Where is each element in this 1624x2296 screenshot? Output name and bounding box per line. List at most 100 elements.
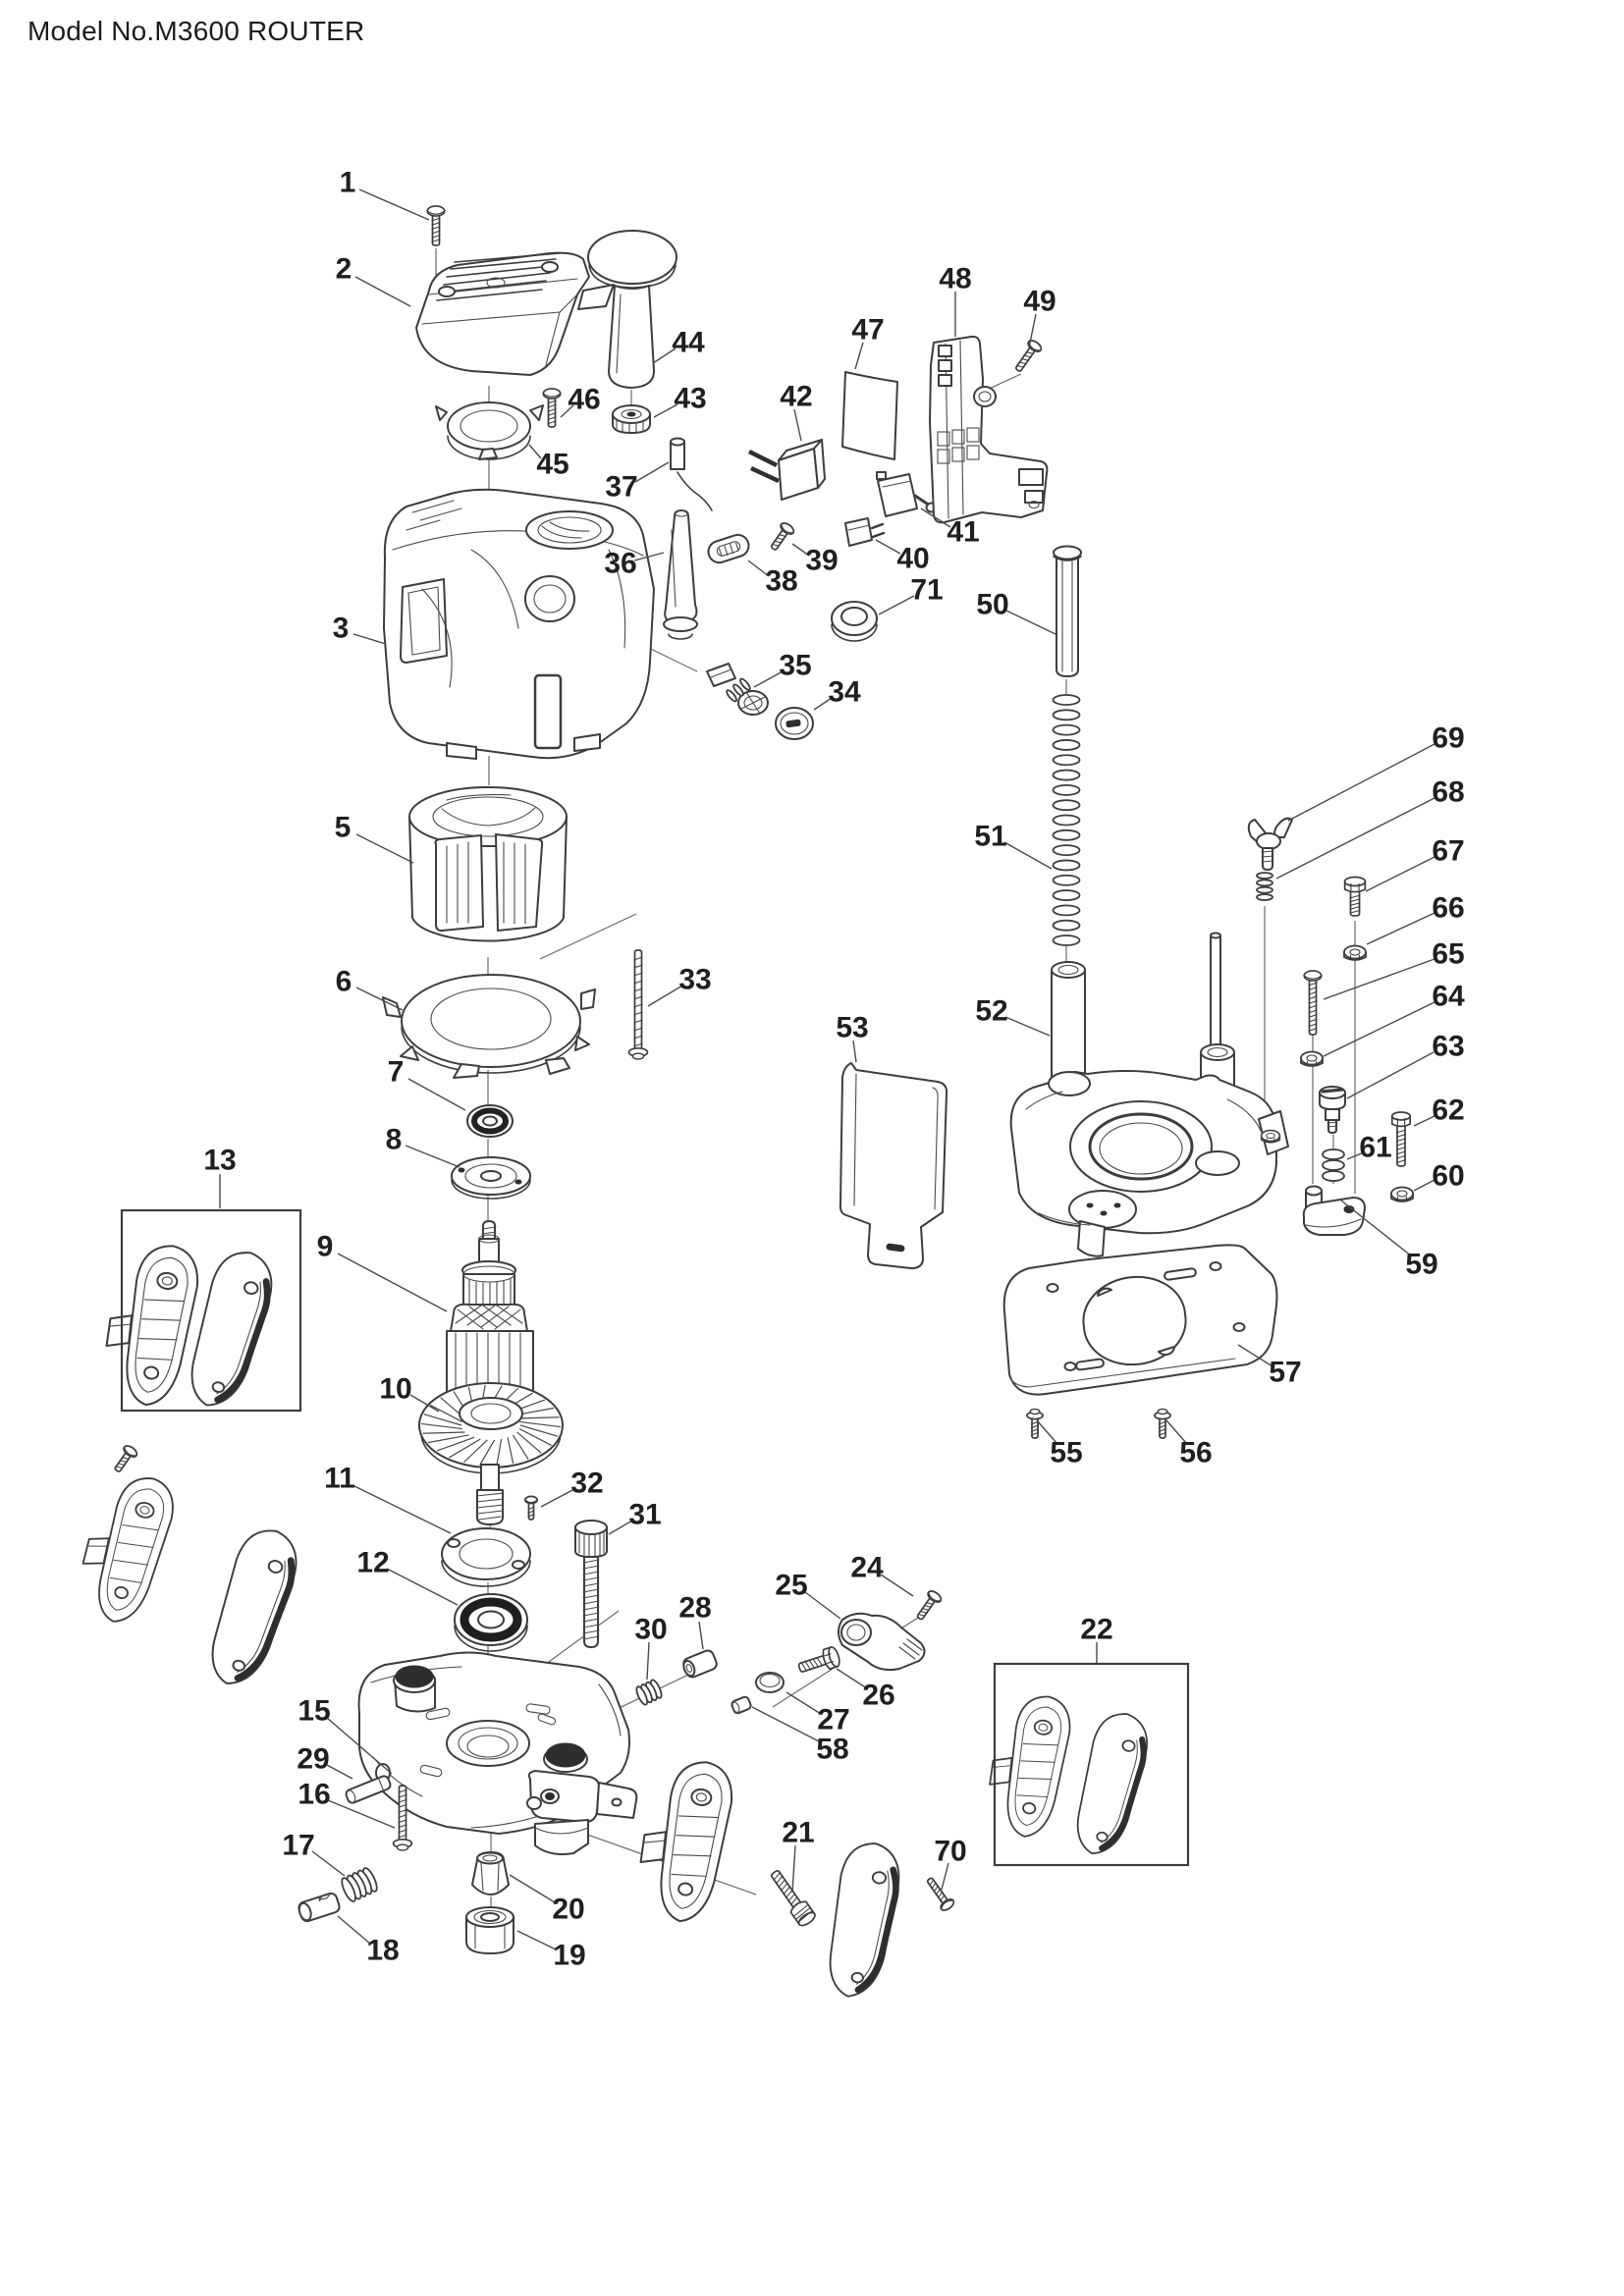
part-31-thumb-screw	[574, 1520, 608, 1648]
leader-line-55	[1036, 1419, 1058, 1445]
leader-line-30	[646, 1641, 650, 1681]
part-41-switch	[876, 471, 939, 517]
part-50-stopper-rod	[1053, 545, 1082, 677]
leader-line-34	[813, 697, 833, 711]
leader-line-63	[1346, 1051, 1435, 1099]
spring-61	[1322, 1148, 1345, 1182]
part-6-ring	[382, 974, 596, 1079]
callout-64: 64	[1432, 981, 1465, 1013]
screw-16	[392, 1785, 413, 1851]
callout-31: 31	[628, 1499, 661, 1531]
callout-61: 61	[1359, 1132, 1391, 1164]
leader-line-71	[878, 595, 915, 615]
part-3-motor-housing	[383, 488, 655, 760]
callout-71: 71	[910, 574, 943, 607]
leader-line-51	[1003, 841, 1053, 870]
leader-line-61	[1346, 1151, 1365, 1160]
leader-line-25	[804, 1591, 841, 1620]
callout-44: 44	[672, 327, 705, 359]
leader-line-31	[608, 1520, 633, 1535]
callout-28: 28	[678, 1592, 711, 1625]
callout-43: 43	[674, 383, 706, 415]
part-44-knob-handle	[587, 230, 677, 389]
part-48-switch-holder	[929, 335, 1049, 524]
callout-12: 12	[356, 1547, 389, 1579]
callout-50: 50	[976, 589, 1008, 621]
callout-20: 20	[552, 1894, 584, 1926]
callout-34: 34	[828, 676, 861, 709]
callout-60: 60	[1432, 1160, 1464, 1193]
callout-46: 46	[568, 384, 600, 416]
callout-29: 29	[297, 1743, 329, 1776]
leader-line-26	[836, 1668, 868, 1689]
part-36-cone	[663, 509, 698, 640]
spring-17	[341, 1867, 378, 1902]
callout-39: 39	[805, 545, 838, 577]
callout-18: 18	[366, 1935, 399, 1967]
leader-line-39	[791, 543, 810, 557]
callout-38: 38	[765, 565, 797, 598]
callout-41: 41	[947, 516, 979, 549]
leader-line-42	[793, 408, 802, 442]
part-63-stopper-screw	[1319, 1086, 1346, 1134]
callout-32: 32	[570, 1468, 603, 1500]
leader-line-28	[698, 1621, 704, 1650]
leader-line-9	[337, 1253, 448, 1312]
leader-line-47	[854, 342, 864, 370]
nut-60	[1390, 1186, 1414, 1202]
handle-set-box-13	[120, 1208, 302, 1413]
part-8-bearing-retainer	[451, 1156, 531, 1200]
leader-line-64	[1323, 1001, 1435, 1057]
leader-line-67	[1365, 856, 1435, 892]
callout-16: 16	[298, 1779, 330, 1811]
callout-2: 2	[336, 253, 352, 286]
screw-1	[426, 205, 446, 246]
part-59-stopper-block	[1302, 1185, 1366, 1236]
leader-line-40	[875, 539, 901, 555]
leader-line-66	[1366, 912, 1435, 945]
part-53-chip-guard	[839, 1062, 948, 1269]
screw-32	[523, 1495, 539, 1521]
handle-set-boxes	[120, 1208, 1190, 1867]
leader-line-41	[920, 507, 951, 528]
part-45-ring	[435, 401, 544, 460]
screws	[114, 205, 1412, 1927]
part-19-collet-nut	[465, 1906, 514, 1954]
leader-line-6	[355, 987, 404, 1011]
callout-58: 58	[816, 1734, 848, 1766]
leader-line-5	[355, 833, 414, 864]
page-title: Model No.M3600 ROUTER	[27, 16, 365, 46]
leader-line-12	[386, 1568, 459, 1606]
spring-30	[635, 1679, 663, 1706]
nut-64	[1300, 1050, 1324, 1067]
nut-base	[1260, 1129, 1281, 1144]
callout-7: 7	[388, 1056, 405, 1089]
part-47-name-plate	[841, 371, 898, 460]
leader-line-33	[647, 985, 683, 1007]
part-38-cord-clip	[707, 533, 750, 564]
router-plunge-base	[1009, 1070, 1289, 1257]
callout-9: 9	[317, 1231, 334, 1263]
part-71-bearing	[831, 601, 878, 642]
callout-48: 48	[939, 263, 971, 295]
callout-36: 36	[604, 548, 636, 580]
nut-66	[1343, 944, 1367, 961]
callout-40: 40	[896, 543, 929, 575]
callout-11: 11	[324, 1463, 355, 1495]
callout-52: 52	[975, 995, 1007, 1028]
handle-set-box-22	[993, 1662, 1190, 1867]
leader-line-3	[352, 633, 387, 645]
leader-line-37	[634, 461, 670, 483]
leader-line-62	[1413, 1115, 1435, 1127]
callout-42: 42	[780, 381, 812, 413]
part-13-handle-half-smooth	[186, 1246, 278, 1413]
springs	[341, 677, 1345, 1902]
screw-handle	[114, 1445, 138, 1472]
spring-35	[726, 677, 751, 703]
callout-69: 69	[1432, 722, 1464, 755]
part-12-bearing	[454, 1593, 528, 1652]
part-13-handle-half-ribbed	[98, 1238, 204, 1411]
callout-25: 25	[775, 1570, 807, 1602]
